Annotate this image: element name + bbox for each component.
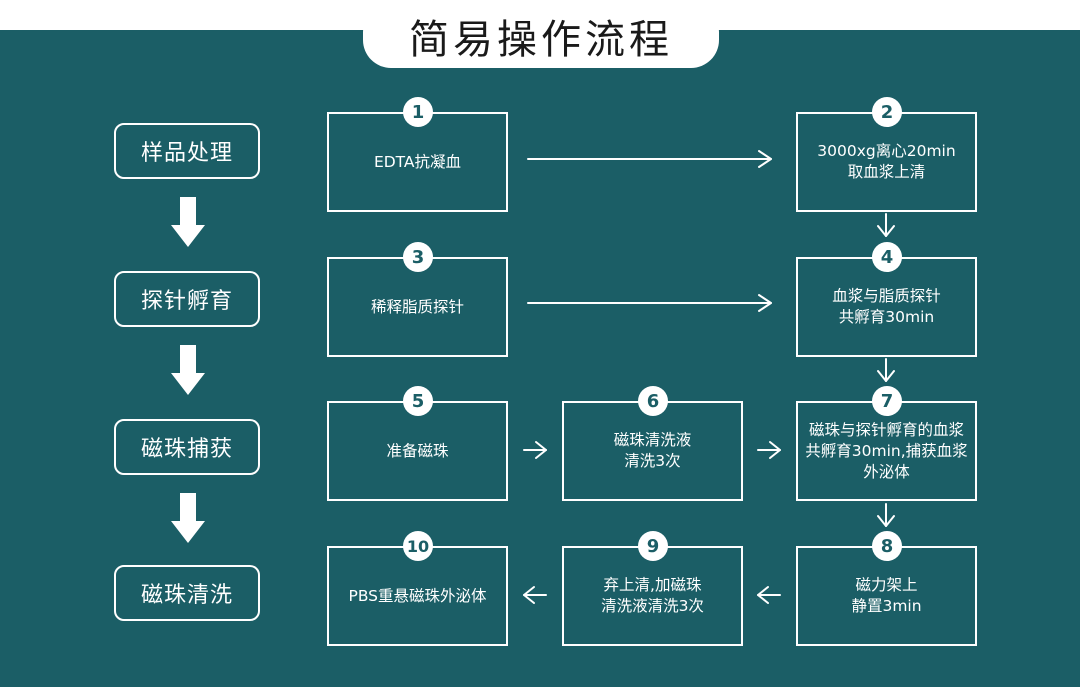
step-text: 弃上清,加磁珠 清洗液清洗3次 [601, 576, 704, 615]
step-box-10: PBS重悬磁珠外泌体 [327, 546, 508, 646]
title-banner: 简易操作流程 [363, 4, 719, 68]
step-text: 磁珠清洗液 清洗3次 [613, 431, 692, 470]
step-box-5: 准备磁珠 [327, 401, 508, 501]
step-text: PBS重悬磁珠外泌体 [348, 586, 487, 605]
stage-down-arrow-icon [171, 345, 205, 395]
step-text: 血浆与脂质探针 共孵育30min [832, 287, 941, 326]
step-number-badge: 5 [403, 386, 433, 416]
step-box-1: EDTA抗凝血 [327, 112, 508, 212]
step-number-badge: 10 [403, 531, 433, 561]
stage-label: 磁珠捕获 [140, 437, 233, 462]
page-title: 简易操作流程 [409, 17, 673, 63]
step-box-9: 弃上清,加磁珠 清洗液清洗3次 [562, 546, 743, 646]
stage-bead-capture: 磁珠捕获 [114, 419, 260, 475]
step-text: 磁珠与探针孵育的血浆 共孵育30min,捕获血浆 外泌体 [805, 420, 968, 481]
step-number-badge: 8 [872, 531, 902, 561]
stage-label: 探针孵育 [140, 289, 233, 314]
step-box-2: 3000xg离心20min 取血浆上清 [796, 112, 977, 212]
stage-sample-processing: 样品处理 [114, 123, 260, 179]
stage-label: 磁珠清洗 [140, 583, 233, 608]
step-text: 磁力架上 静置3min [851, 576, 922, 615]
stage-label: 样品处理 [140, 141, 233, 166]
step-box-4: 血浆与脂质探针 共孵育30min [796, 257, 977, 357]
step-text: 稀释脂质探针 [370, 297, 464, 316]
step-text: EDTA抗凝血 [373, 152, 462, 171]
stage-down-arrow-icon [171, 197, 205, 247]
step-number-badge: 6 [638, 386, 668, 416]
step-text: 准备磁珠 [386, 441, 449, 460]
stage-down-arrow-icon [171, 493, 205, 543]
step-number-badge: 9 [638, 531, 668, 561]
step-number-badge: 3 [403, 242, 433, 272]
step-number-badge: 4 [872, 242, 902, 272]
step-box-6: 磁珠清洗液 清洗3次 [562, 401, 743, 501]
step-number-badge: 1 [403, 97, 433, 127]
stage-probe-incubation: 探针孵育 [114, 271, 260, 327]
step-number-badge: 7 [872, 386, 902, 416]
step-number-badge: 2 [872, 97, 902, 127]
stage-bead-washing: 磁珠清洗 [114, 565, 260, 621]
step-box-3: 稀释脂质探针 [327, 257, 508, 357]
step-box-8: 磁力架上 静置3min [796, 546, 977, 646]
step-box-7: 磁珠与探针孵育的血浆 共孵育30min,捕获血浆 外泌体 [796, 401, 977, 501]
step-text: 3000xg离心20min 取血浆上清 [817, 142, 956, 181]
